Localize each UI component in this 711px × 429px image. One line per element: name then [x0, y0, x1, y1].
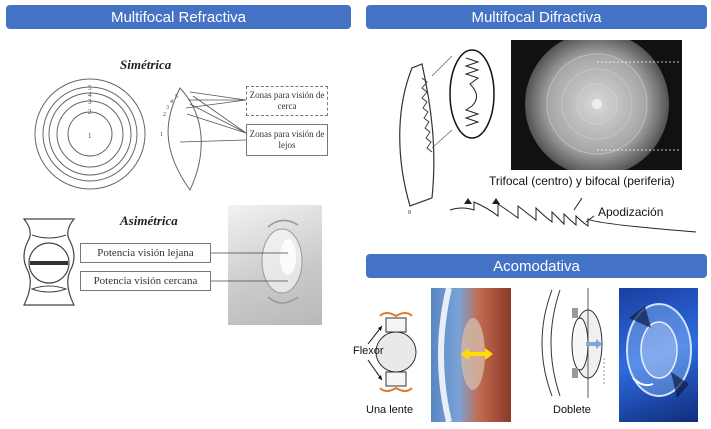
lens-profile: [167, 87, 202, 191]
single-lens-eye-photo: [431, 288, 511, 422]
svg-text:5: 5: [175, 94, 178, 100]
doublet-lens-photo: [619, 288, 698, 422]
power-leader-lines: [211, 252, 288, 282]
far-zones-box: Zonas para visión de lejos: [246, 124, 328, 156]
asymmetric-title: Asimétrica: [120, 213, 178, 228]
svg-text:3: 3: [166, 105, 169, 111]
diffractive-caption: Trifocal (centro) y bifocal (periferia): [489, 174, 675, 188]
asymmetric-lens-photo: [228, 205, 322, 325]
header-diffractive: Multifocal Difractiva: [366, 5, 707, 29]
ring-number: 1: [88, 132, 92, 140]
header-accommodative: Acomodativa: [366, 254, 707, 278]
header-refractive: Multifocal Refractiva: [6, 5, 351, 29]
concentric-rings: [34, 78, 146, 190]
svg-text:1: 1: [160, 132, 163, 138]
svg-text:8: 8: [408, 210, 411, 216]
symmetric-lens-diagram: 1 2 3 4 5 543 21: [34, 78, 247, 191]
diffractive-lens-profile: [399, 63, 435, 207]
haptic-outline: [22, 218, 76, 306]
diffractive-profile-diagram: 8: [399, 49, 495, 216]
apodization-label: Apodización: [598, 205, 664, 219]
diffractive-lens-photo: [511, 40, 682, 170]
far-power-box: Potencia visión lejana: [80, 243, 211, 263]
svg-text:4: 4: [170, 99, 173, 105]
doublet-label: Doblete: [553, 404, 591, 416]
asymmetric-lens-diagram: [22, 218, 76, 306]
ring-number: 3: [88, 98, 92, 106]
ring-number: 4: [88, 91, 92, 99]
near-power-box: Potencia visión cercana: [80, 271, 211, 291]
ring-number: 2: [88, 108, 92, 116]
near-zones-box: Zonas para visión de cerca: [246, 86, 328, 116]
single-lens-diagram: [367, 312, 417, 392]
doublet-diagram: [541, 288, 605, 398]
apodization-profile: [449, 197, 697, 233]
svg-text:2: 2: [163, 112, 166, 118]
zoom-detail: [449, 49, 495, 139]
flexor-label: Flexor: [353, 345, 384, 357]
ring-number: 5: [88, 84, 92, 92]
single-lens-label: Una lente: [366, 404, 414, 416]
symmetric-title: Simétrica: [120, 57, 172, 72]
